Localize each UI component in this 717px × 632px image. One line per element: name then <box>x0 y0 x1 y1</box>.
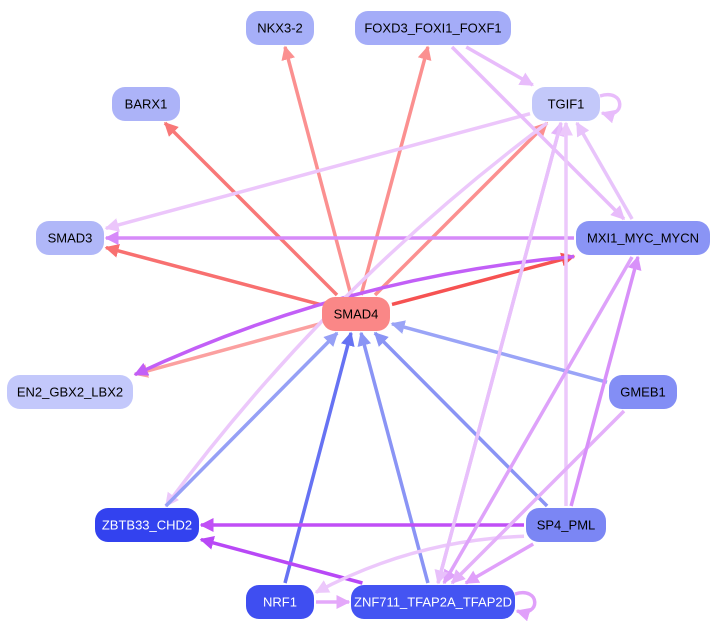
node-box[interactable] <box>246 585 314 619</box>
node-mxi1_myc_mycn[interactable]: MXI1_MYC_MYCN <box>576 221 710 255</box>
node-nkx3-2[interactable]: NKX3-2 <box>246 11 314 45</box>
node-sp4_pml[interactable]: SP4_PML <box>526 508 606 542</box>
edge-sp4_pml-to-znf711_tfap2a_tfap2d <box>464 542 535 585</box>
node-label: NKX3-2 <box>257 21 303 36</box>
node-box[interactable] <box>322 297 390 331</box>
edge-znf711_tfap2a_tfap2d-to-znf711_tfap2a_tfap2d <box>514 590 537 622</box>
node-smad4[interactable]: SMAD4 <box>322 297 390 331</box>
edge-sp4_pml-to-smad4 <box>373 331 549 508</box>
node-tgif1[interactable]: TGIF1 <box>532 87 600 121</box>
edge-gmeb1-to-znf711_tfap2a_tfap2d <box>450 409 626 585</box>
node-label: TGIF1 <box>548 97 585 112</box>
edge-nrf1-to-smad4 <box>283 331 355 584</box>
node-label: BARX1 <box>125 97 168 112</box>
node-foxd3_foxi1_foxf1[interactable]: FOXD3_FOXI1_FOXF1 <box>355 11 511 45</box>
node-smad3[interactable]: SMAD3 <box>36 221 104 255</box>
node-box[interactable] <box>355 11 511 45</box>
edge-tgif1-to-tgif1 <box>599 92 622 124</box>
node-label: NRF1 <box>263 595 297 610</box>
node-box[interactable] <box>532 87 600 121</box>
edge-sp4_pml-to-mxi1_myc_mycn <box>569 255 642 507</box>
edge-smad4-to-smad3 <box>104 244 321 307</box>
edge-znf711_tfap2a_tfap2d-to-smad4 <box>357 331 430 584</box>
node-label: GMEB1 <box>620 385 666 400</box>
edge-smad4-to-en2_gbx2_lbx2 <box>133 322 321 378</box>
node-label: SMAD3 <box>48 231 93 246</box>
edge-mxi1_myc_mycn-to-tgif1 <box>575 121 634 220</box>
node-znf711_tfap2a_tfap2d[interactable]: ZNF711_TFAP2A_TFAP2D <box>351 585 515 619</box>
edge-foxd3_foxi1_foxf1-to-mxi1_myc_mycn <box>450 45 626 221</box>
node-label: FOXD3_FOXI1_FOXF1 <box>364 21 501 36</box>
node-zbtb33_chd2[interactable]: ZBTB33_CHD2 <box>95 508 199 542</box>
node-box[interactable] <box>351 585 515 619</box>
edge-tgif1-to-smad3 <box>104 112 531 232</box>
edge-sp4_pml-to-nrf1 <box>314 534 525 594</box>
edge-zbtb33_chd2-to-smad4 <box>164 331 339 508</box>
node-label: SP4_PML <box>537 518 596 533</box>
edge-smad4-to-barx1 <box>163 121 339 297</box>
edge-mxi1_myc_mycn-to-znf711_tfap2a_tfap2d <box>442 256 634 585</box>
node-barx1[interactable]: BARX1 <box>112 87 180 121</box>
edge-tgif1-to-znf711_tfap2a_tfap2d <box>434 122 563 585</box>
node-en2_gbx2_lbx2[interactable]: EN2_GBX2_LBX2 <box>7 375 133 409</box>
node-nrf1[interactable]: NRF1 <box>246 585 314 619</box>
node-box[interactable] <box>95 508 199 542</box>
edge-mxi1_myc_mycn-to-en2_gbx2_lbx2 <box>133 254 575 377</box>
node-label: ZNF711_TFAP2A_TFAP2D <box>354 595 512 610</box>
node-box[interactable] <box>609 375 677 409</box>
node-label: EN2_GBX2_LBX2 <box>17 385 123 400</box>
edge-foxd3_foxi1_foxf1-to-tgif1 <box>465 45 534 87</box>
edge-znf711_tfap2a_tfap2d-to-zbtb33_chd2 <box>199 536 363 585</box>
node-box[interactable] <box>526 508 606 542</box>
edge-layer <box>104 45 642 622</box>
node-box[interactable] <box>7 375 133 409</box>
node-box[interactable] <box>112 87 180 121</box>
edge-smad4-to-foxd3_foxi1_foxf1 <box>359 45 432 296</box>
edge-smad4-to-tgif1 <box>373 121 549 297</box>
edge-smad4-to-mxi1_myc_mycn <box>391 252 576 307</box>
node-box[interactable] <box>576 221 710 255</box>
node-box[interactable] <box>36 221 104 255</box>
node-label: SMAD4 <box>334 307 379 322</box>
node-label: ZBTB33_CHD2 <box>102 518 192 533</box>
node-box[interactable] <box>246 11 314 45</box>
node-label: MXI1_MYC_MYCN <box>587 231 699 246</box>
node-gmeb1[interactable]: GMEB1 <box>609 375 677 409</box>
